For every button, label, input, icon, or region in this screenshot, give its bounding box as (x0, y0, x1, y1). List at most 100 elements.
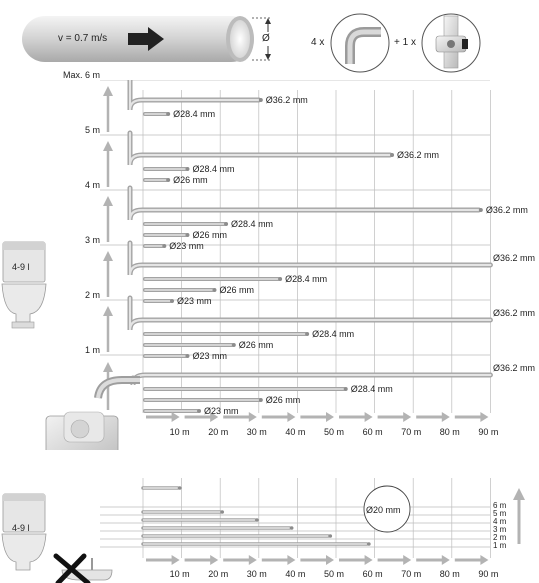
distance-arrow-head-icon (248, 412, 257, 422)
pipe-diameter-label: Ø28.4 mm (312, 329, 355, 339)
small-pipe-diagram (1, 478, 525, 583)
distance-arrow-head-icon (480, 412, 489, 422)
pipe-end-cap (278, 277, 283, 281)
distance-label: 80 m (439, 569, 460, 579)
pipe-end-cap (185, 354, 190, 358)
pipe-end-cap (390, 153, 395, 157)
distance-label: 70 m (401, 569, 422, 579)
small-grid (100, 478, 491, 558)
toilet-flush-label: 4-9 l (12, 262, 30, 272)
up-arrow-head-icon (103, 86, 113, 96)
up-arrow-head-icon (103, 196, 113, 206)
up-arrow-head-icon (103, 251, 113, 261)
distance-arrow-head-icon (248, 555, 257, 565)
toilet-icon-2 (1, 493, 47, 571)
distance-label: 50 m (324, 569, 345, 579)
pipe-diameter-label: Ø36.2 mm (493, 253, 536, 263)
distance-arrow-head-icon (364, 555, 373, 565)
distance-arrows (146, 412, 489, 422)
pipe-diameter-label: Ø23 mm (169, 241, 204, 251)
distance-label: 20 m (208, 427, 229, 437)
elbow-count-label: 4 x (311, 37, 325, 48)
pipe-end-cap (185, 167, 190, 171)
distance-arrow-head-icon (210, 412, 219, 422)
pipe-diameter-label: Ø36.2 mm (493, 308, 536, 318)
pipe-end-cap (220, 510, 224, 514)
pipe-diameter-label: Ø36.2 mm (265, 95, 308, 105)
pipe-end-cap (231, 343, 236, 347)
distance-label: 30 m (246, 427, 267, 437)
height-label: 1 m (493, 541, 507, 550)
toilet-flush-label-2: 4-9 l (12, 523, 30, 533)
pipe-diameter-label: Ø28.4 mm (350, 384, 393, 394)
elbow-fitting-icon (330, 13, 390, 73)
distance-arrow-head-icon (326, 555, 334, 565)
height-label: 5 m (84, 125, 100, 135)
distance-label: 30 m (246, 569, 267, 579)
distance-label: 70 m (401, 427, 422, 437)
pipe-end-cap (224, 222, 229, 226)
pipe-end-cap (212, 288, 217, 292)
small-pipe-runs (141, 486, 371, 546)
distance-arrow-head-icon (403, 412, 412, 422)
pipe-end-cap (328, 534, 333, 538)
distance-label: 50 m (324, 427, 345, 437)
distance-label: 40 m (285, 427, 306, 437)
height-label: 3 m (493, 525, 507, 534)
distance-arrow-head-icon (326, 412, 334, 422)
pipe-end-cap (197, 409, 202, 413)
up-arrow-head-icon (103, 362, 113, 372)
height-arrows (103, 86, 113, 410)
height-label: 5 m (493, 509, 507, 518)
header-graphics (22, 13, 481, 73)
pipe-end-cap (166, 178, 171, 182)
main-diagram (1, 80, 493, 450)
pipe-run (128, 131, 392, 166)
pipe-diameter-circle (363, 485, 411, 533)
not-allowed-cross-icon (53, 553, 91, 583)
pipe-end-cap (258, 98, 263, 102)
pipe-run-outline (127, 185, 482, 221)
distance-label: 90 m (478, 569, 499, 579)
distance-arrow-head-icon (171, 412, 180, 422)
distance-arrow-head-icon (287, 555, 296, 565)
pipe-end-cap (162, 244, 167, 248)
distance-label: 10 m (169, 427, 190, 437)
valve-fitting-icon (421, 13, 481, 73)
distance-arrow-head-icon (287, 412, 296, 422)
pipe-end-cap (305, 332, 310, 336)
distance-label: 20 m (208, 569, 229, 579)
pipe-run (128, 241, 492, 276)
flow-velocity-label: v = 0.7 m/s (58, 33, 108, 44)
height-label: 4 m (84, 180, 100, 190)
distance-label: 40 m (285, 569, 306, 579)
pipe-end-cap (478, 208, 483, 212)
pipe-end-cap (343, 387, 348, 391)
pipe-run (128, 80, 260, 111)
height-up-arrow-icon (513, 488, 525, 544)
pipe-end-cap (170, 299, 175, 303)
pipe-diameter-label: Ø36.2 mm (485, 205, 528, 215)
pipe-end-cap (255, 518, 259, 522)
pipe-diameter-label: Ø36.2 mm (397, 150, 440, 160)
distance-arrow-head-icon (441, 555, 450, 565)
small-distance-arrows (146, 555, 489, 565)
pipe-run (128, 186, 480, 221)
distance-arrow-head-icon (480, 555, 489, 565)
pipe-diameter-label: Ø20 mm (366, 505, 401, 515)
pipe-run (128, 296, 492, 331)
diameter-symbol: Ø (262, 33, 270, 44)
distance-label: 10 m (169, 569, 190, 579)
height-label: 3 m (84, 235, 100, 245)
pipe-end-cap (367, 542, 371, 546)
pipe-diameter-label: Ø28.4 mm (231, 219, 274, 229)
pipe-diameter-label: Ø26 mm (192, 230, 227, 240)
distance-arrow-head-icon (171, 555, 180, 565)
height-label: 1 m (84, 345, 100, 355)
distance-label: 60 m (362, 427, 383, 437)
pipe-diameter-label: Ø26 mm (238, 340, 274, 350)
pipe-run-outline (130, 372, 493, 386)
pipe-end-cap (185, 233, 190, 237)
distance-label: 60 m (362, 569, 383, 579)
